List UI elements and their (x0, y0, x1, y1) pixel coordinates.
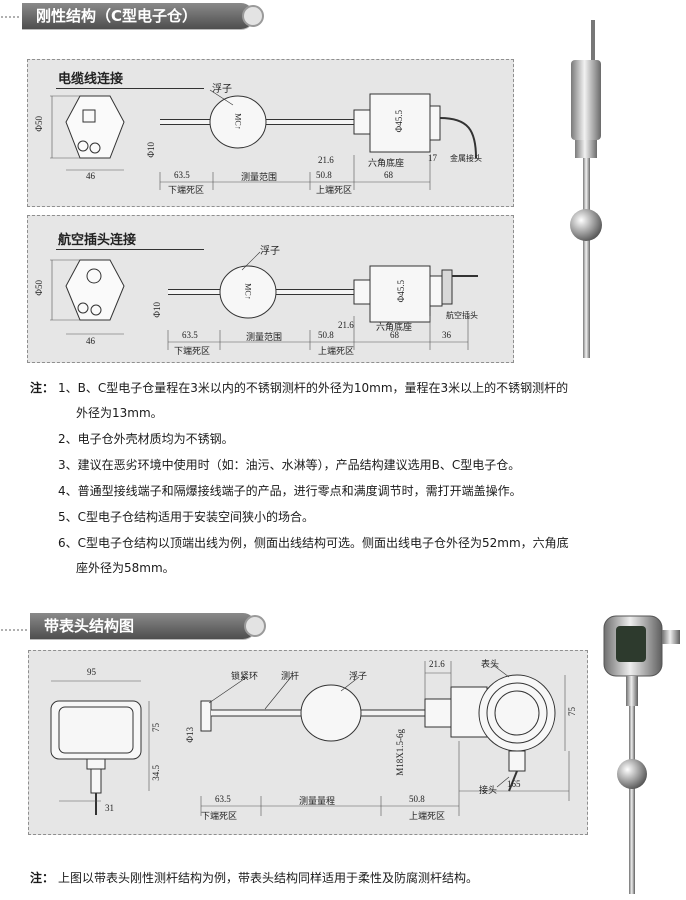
dim-63-5: 63.5 (215, 794, 231, 804)
dim-phi45-5: Φ45.5 (396, 280, 406, 303)
dim-50-8: 50.8 (316, 170, 332, 180)
panel-aviation-plug: 航空插头连接 Φ50 46 Φ10 浮子 MC↑ Φ45.5 21.6 六角底座… (27, 215, 514, 363)
label-meter-head: 表头 (481, 659, 500, 669)
dim-68: 68 (384, 170, 393, 180)
note-item: 1、B、C型电子仓量程在3米以内的不锈钢测杆的外径为10mm，量程在3米以上的不… (58, 381, 569, 395)
label-range: 测量量程 (299, 796, 336, 806)
label-lock-ring: 锁紧环 (231, 671, 259, 681)
section-header-rigid: 刚性结构（C型电子仓） (22, 3, 264, 29)
panel-meter-head: 95 75 34.5 31 Φ13 锁紧环 测杆 浮子 21.6 表头 75 M… (28, 650, 588, 835)
dim-75b: 75 (567, 707, 577, 716)
label-cable: 金属接头 (450, 154, 482, 163)
meter-drawing (50, 661, 570, 816)
dim-95: 95 (87, 667, 96, 677)
sensor-photo-rigid (570, 20, 602, 358)
aviation-drawing (50, 251, 478, 350)
section-header-meter: 带表头结构图 (30, 613, 266, 639)
dim-75: 75 (151, 723, 161, 732)
notes-prefix: 注： (30, 381, 55, 395)
dim-46: 46 (86, 171, 95, 181)
label-hex-base: 六角底座 (368, 158, 405, 168)
note-item: 4、普通型接线端子和隔爆接线端子的产品，进行零点和满度调节时，需打开端盖操作。 (58, 484, 522, 498)
note-item: 5、C型电子仓结构适用于安装空间狭小的场合。 (58, 510, 315, 524)
dim-phi10: Φ10 (146, 142, 156, 158)
label-upper-dead: 上端死区 (409, 811, 446, 821)
dim-17: 17 (428, 153, 437, 163)
cable-drawing (50, 89, 477, 190)
footnote-text: 上图以带表头刚性测杆结构为例，带表头结构同样适用于柔性及防腐测杆结构。 (58, 871, 479, 885)
sensor-photo-meter (603, 615, 680, 894)
dim-36: 36 (442, 330, 451, 340)
label-hex-base: 六角底座 (376, 322, 413, 332)
dim-phi50: Φ50 (34, 280, 44, 296)
dim-34-5: 34.5 (151, 765, 161, 781)
label-rod: 测杆 (281, 671, 300, 681)
section-title: 带表头结构图 (44, 617, 135, 635)
label-float: 浮子 (260, 246, 280, 257)
label-lower-dead: 下端死区 (168, 185, 205, 195)
title-rule (56, 88, 204, 89)
label-range: 测量范围 (241, 172, 278, 182)
dim-68: 68 (390, 330, 399, 340)
note-item: 座外径为58mm。 (76, 561, 175, 575)
panel-cable-connection: 电缆线连接 Φ50 46 Φ10 浮子 MC↑ Φ45.5 21.6 (27, 59, 514, 207)
dim-50-8: 50.8 (409, 794, 425, 804)
dim-165: 165 (507, 779, 521, 789)
label-upper-dead: 上端死区 (318, 346, 355, 356)
dim-63-5: 63.5 (182, 330, 198, 340)
dim-21-6: 21.6 (429, 659, 445, 669)
float-mark: MC↑ (233, 113, 243, 130)
panel-title: 电缆线连接 (58, 72, 124, 87)
header-dots (0, 15, 20, 19)
dim-50-8: 50.8 (318, 330, 334, 340)
header-cap-icon (242, 5, 264, 27)
label-plug: 航空插头 (446, 311, 478, 320)
dim-phi50: Φ50 (34, 116, 44, 132)
dim-21-6: 21.6 (318, 155, 334, 165)
section-title: 刚性结构（C型电子仓） (36, 7, 198, 25)
footnote-prefix: 注： (30, 871, 55, 885)
label-float: 浮子 (349, 671, 368, 681)
note-item: 外径为13mm。 (76, 406, 163, 420)
dim-phi45-5: Φ45.5 (394, 110, 404, 133)
dim-21-6: 21.6 (338, 320, 354, 330)
note-item: 3、建议在恶劣环境中使用时（如：油污、水淋等），产品结构建议选用B、C型电子仓。 (58, 458, 521, 472)
panel-title: 航空插头连接 (58, 233, 137, 248)
label-lower-dead: 下端死区 (201, 811, 238, 821)
dim-phi13: Φ13 (185, 727, 195, 743)
header-dots (0, 628, 28, 632)
label-lower-dead: 下端死区 (174, 346, 211, 356)
label-range: 测量范围 (246, 332, 283, 342)
note-item: 2、电子仓外壳材质均为不锈钢。 (58, 432, 234, 446)
note-item: 6、C型电子仓结构以顶端出线为例，侧面出线结构可选。侧面出线电子仓外径为52mm… (58, 536, 569, 550)
dim-63-5: 63.5 (174, 170, 190, 180)
header-cap-icon (244, 615, 266, 637)
dim-thread: M18X1.5-6g (395, 729, 405, 776)
float-mark: MC↑ (243, 283, 253, 300)
label-joint: 接头 (479, 785, 498, 795)
dim-46: 46 (86, 336, 95, 346)
title-rule (56, 249, 204, 250)
label-upper-dead: 上端死区 (316, 185, 353, 195)
label-float: 浮子 (212, 84, 232, 95)
dim-phi10: Φ10 (152, 302, 162, 318)
dim-31: 31 (105, 803, 114, 813)
